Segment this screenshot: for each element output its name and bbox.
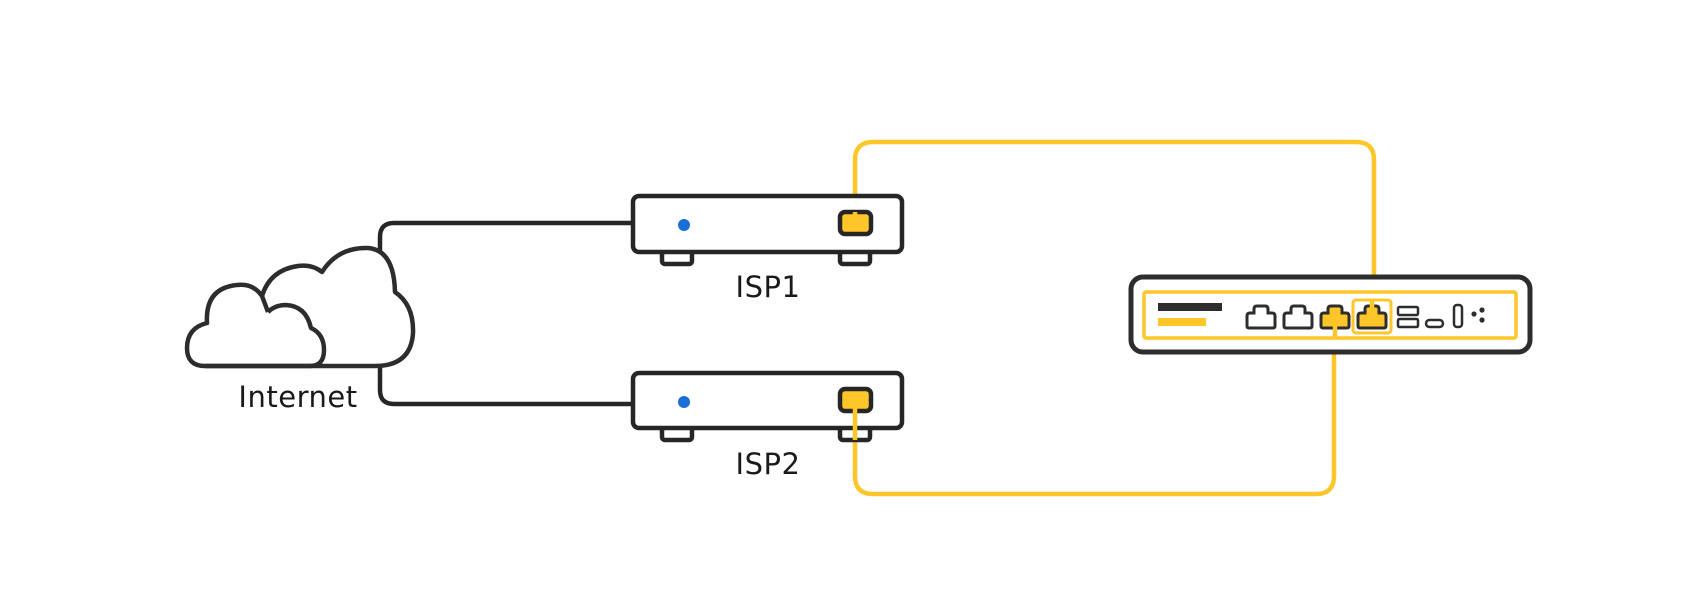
console-icon	[1471, 307, 1485, 323]
gateway-port-panel	[1142, 290, 1518, 340]
gateway-port-1	[1245, 304, 1277, 330]
gateway-port-4	[1356, 304, 1388, 330]
isp1-status-led	[678, 219, 690, 231]
link-internet-isp2	[377, 366, 633, 407]
isp2-label: ISP2	[736, 447, 801, 481]
sfp-icon	[1452, 303, 1464, 329]
isp2-modem	[630, 370, 905, 443]
link-internet-isp1	[377, 220, 633, 260]
gateway-device	[1128, 274, 1533, 355]
isp1-body	[630, 193, 905, 255]
gateway-display-bar	[1158, 303, 1222, 311]
cloud-icon	[184, 245, 416, 369]
usb-icon	[1396, 305, 1420, 329]
isp2-body	[630, 370, 905, 431]
isp1-label: ISP1	[736, 270, 801, 304]
internet-label: Internet	[238, 380, 357, 414]
cable-isp2-gateway	[852, 312, 1337, 497]
isp1-modem	[630, 193, 905, 267]
gateway-status-bar	[1158, 318, 1206, 326]
usb-c-icon	[1424, 318, 1445, 329]
gateway-port-2	[1282, 304, 1314, 330]
cable-isp1-gateway	[852, 139, 1377, 312]
isp2-status-led	[678, 396, 690, 408]
